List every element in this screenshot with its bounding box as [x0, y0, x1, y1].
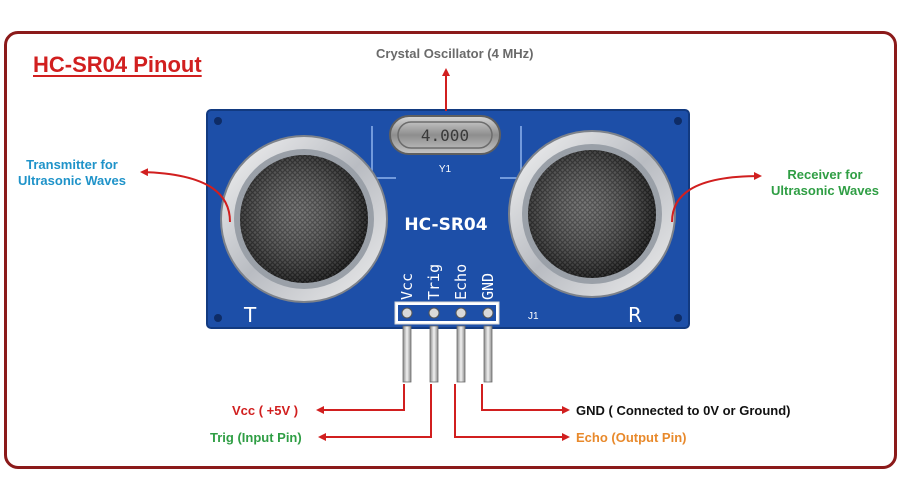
board-model: HC-SR04 [404, 215, 487, 235]
receiver-transducer [508, 130, 676, 298]
trig-label: Trig (Input Pin) [210, 430, 302, 445]
mount-hole [674, 314, 682, 322]
receiver-arrow [671, 172, 762, 223]
receiver-label: Receiver for Ultrasonic Waves [765, 167, 885, 199]
transmitter-mark: T [243, 303, 257, 327]
transmitter-label-line-2: Ultrasonic Waves [18, 173, 126, 188]
transmitter-arrow [140, 168, 231, 223]
vcc-label: Vcc ( +5V ) [232, 403, 299, 418]
pin-label-gnd: GND [479, 273, 497, 300]
vcc-arrow [316, 384, 405, 414]
transmitter-transducer [220, 135, 388, 303]
pin-echo [456, 325, 466, 383]
pin-gnd [483, 325, 493, 383]
receiver-mark: R [628, 303, 642, 327]
mount-hole [214, 314, 222, 322]
pin-header-inner [398, 305, 496, 321]
echo-label: Echo (Output Pin) [576, 430, 687, 445]
mount-hole [214, 117, 222, 125]
pin-label-echo: Echo [452, 264, 470, 300]
crystal-marking: 4.000 [421, 126, 469, 145]
pin-vcc [402, 325, 412, 383]
receiver-label-line-2: Ultrasonic Waves [771, 183, 879, 198]
gnd-label: GND ( Connected to 0V or Ground) [576, 403, 791, 418]
crystal-oscillator: 4.000 [389, 115, 501, 155]
pin-label-vcc: Vcc [398, 273, 416, 300]
transmitter-label-line-1: Transmitter for [26, 157, 118, 172]
trig-arrow [318, 384, 432, 441]
pin-header-pads [401, 307, 494, 319]
header-ref: J1 [528, 311, 539, 322]
crystal-label: Crystal Oscillator (4 MHz) [376, 46, 534, 61]
crystal-ref: Y1 [439, 164, 452, 175]
echo-arrow [454, 384, 570, 441]
mount-hole [674, 117, 682, 125]
pin-label-trig: Trig [425, 264, 443, 300]
receiver-label-line-1: Receiver for [787, 167, 863, 182]
gnd-arrow [481, 384, 570, 414]
transmitter-label: Transmitter for Ultrasonic Waves [13, 157, 131, 189]
diagram-title: HC-SR04 Pinout [33, 52, 202, 77]
pin-trig [429, 325, 439, 383]
